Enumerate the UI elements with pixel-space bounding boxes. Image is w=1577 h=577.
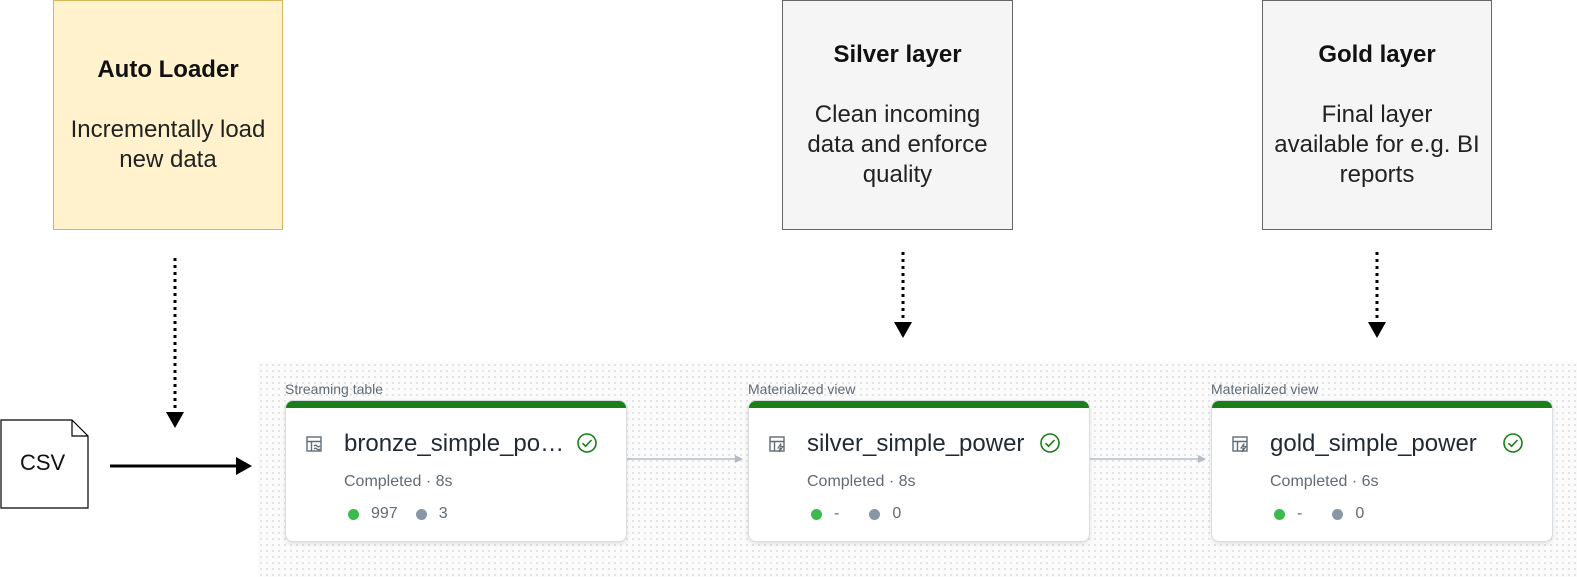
silver-layer-description-line: Clean incoming <box>814 101 981 128</box>
csv-file-icon <box>0 419 89 509</box>
gold-layer-description-line: reports <box>1339 161 1415 188</box>
gray-dot-icon <box>1332 508 1344 520</box>
materialized-view-icon <box>769 436 785 453</box>
metric-value: 3 <box>438 505 448 522</box>
gold-arrowhead <box>1368 322 1386 338</box>
silver-arrowhead <box>894 322 912 338</box>
green-dot-icon <box>811 508 822 520</box>
auto-loader-description-line: Incrementally load <box>70 116 266 143</box>
node-type-label: Streaming table <box>285 381 384 397</box>
auto-loader-title: Auto Loader <box>97 56 239 83</box>
node-status: Completed · 8s <box>344 473 453 490</box>
metric-value: 997 <box>371 505 398 522</box>
node-status: Completed · 6s <box>1270 473 1379 490</box>
status-bar <box>749 401 1089 408</box>
node-metrics: - 0 <box>1274 504 1364 524</box>
green-dot-icon <box>348 508 359 520</box>
node-metrics: 997 3 <box>348 504 448 524</box>
silver-layer-note: Silver layer Clean incoming data and enf… <box>782 0 1013 230</box>
node-metrics: - 0 <box>811 504 901 524</box>
silver-view-node[interactable]: silver_simple_power Completed · 8s - 0 <box>748 400 1090 542</box>
materialized-view-icon <box>1232 436 1248 453</box>
node-name: silver_simple_power <box>807 430 1025 457</box>
upserted-metric: - <box>1274 504 1302 524</box>
dropped-metric: 3 <box>415 504 448 524</box>
green-dot-icon <box>1274 508 1285 520</box>
bronze-table-node[interactable]: bronze_simple_power Completed · 8s 997 3 <box>285 400 627 542</box>
success-check-icon <box>1040 433 1060 453</box>
node-status: Completed · 8s <box>807 473 916 490</box>
metric-value: 0 <box>1355 505 1365 522</box>
dropped-metric: 0 <box>869 504 901 524</box>
dropped-metric: 0 <box>1332 504 1364 524</box>
gold-layer-note: Gold layer Final layer available for e.g… <box>1262 0 1492 230</box>
status-bar <box>286 401 626 408</box>
streaming-table-icon <box>306 436 322 452</box>
gold-view-node[interactable]: gold_simple_power Completed · 6s - 0 <box>1211 400 1553 542</box>
csv-ingest-arrowhead <box>236 457 252 475</box>
silver-layer-description-line: data and enforce <box>807 131 988 158</box>
node-type-label: Materialized view <box>748 381 856 397</box>
metric-value: - <box>834 505 840 522</box>
csv-file-corner <box>71 420 88 437</box>
metric-value: 0 <box>892 505 902 522</box>
success-check-icon <box>577 433 597 453</box>
status-bar <box>1212 401 1552 408</box>
auto-loader-description-line: new data <box>119 146 217 173</box>
silver-layer-description-line: quality <box>862 161 933 188</box>
silver-layer-description: Clean incoming data and enforce quality <box>807 100 987 190</box>
auto-loader-arrowhead <box>166 412 184 428</box>
node-name: bronze_simple_power <box>344 430 566 457</box>
silver-layer-title: Silver layer <box>833 41 962 68</box>
upserted-metric: - <box>811 504 839 524</box>
auto-loader-note: Auto Loader Incrementally load new data <box>53 0 283 230</box>
csv-label: CSV <box>20 450 66 475</box>
gray-dot-icon <box>415 508 427 520</box>
node-name: gold_simple_power <box>1270 430 1477 457</box>
gold-layer-description-line: available for e.g. BI <box>1274 131 1480 158</box>
node-type-label: Materialized view <box>1211 381 1319 397</box>
gold-layer-description: Final layer available for e.g. BI report… <box>1274 100 1479 190</box>
gold-layer-description-line: Final layer <box>1321 101 1433 128</box>
metric-value: - <box>1297 505 1303 522</box>
gold-layer-title: Gold layer <box>1318 41 1436 68</box>
auto-loader-description: Incrementally load new data <box>71 115 266 175</box>
upserted-metric: 997 <box>348 504 398 524</box>
success-check-icon <box>1503 433 1523 453</box>
gray-dot-icon <box>869 508 881 520</box>
